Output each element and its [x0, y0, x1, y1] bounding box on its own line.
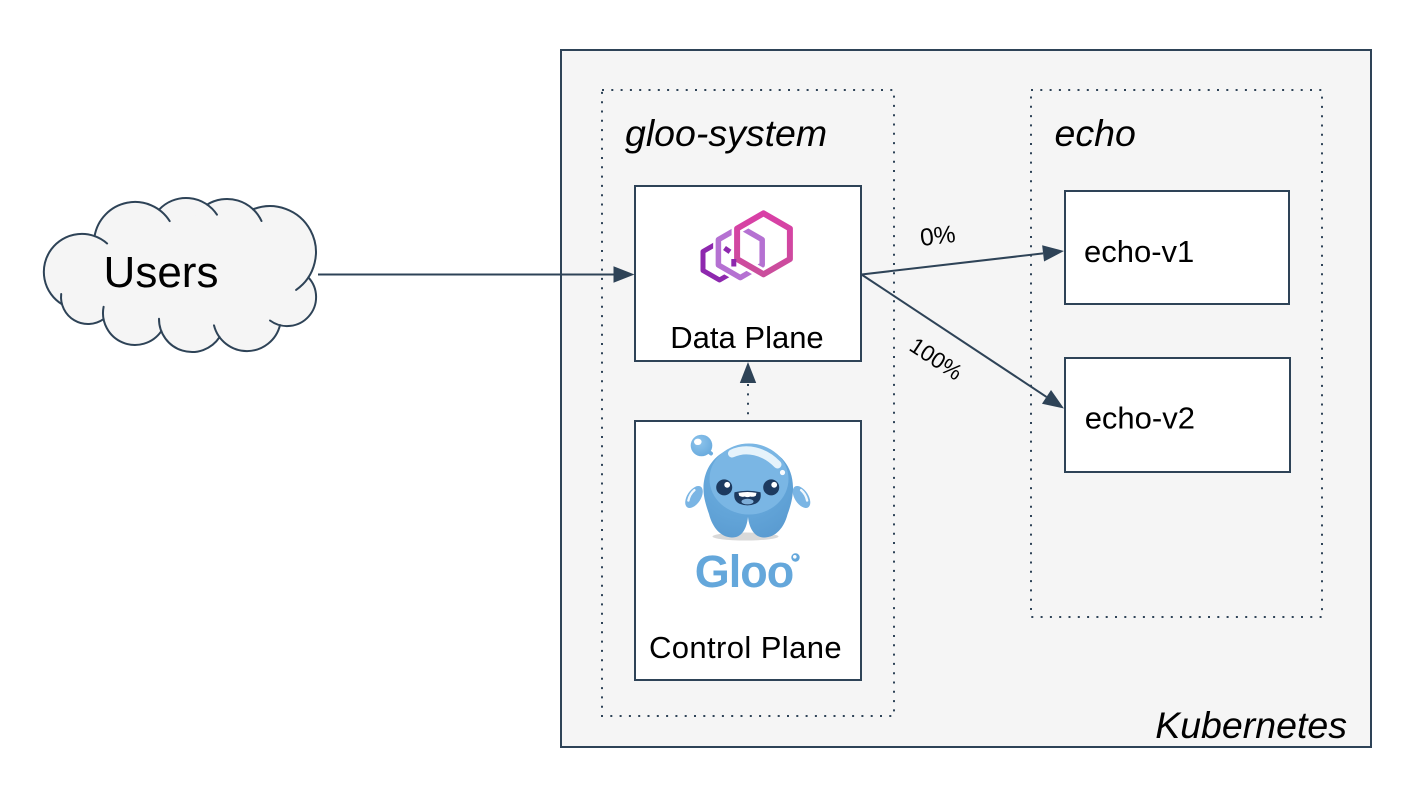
svg-text:Kubernetes: Kubernetes [1155, 704, 1347, 746]
svg-text:Users: Users [104, 248, 219, 297]
svg-text:echo: echo [1055, 112, 1136, 154]
svg-text:Gloo: Gloo [695, 546, 793, 597]
svg-text:0%: 0% [919, 221, 957, 252]
svg-text:echo-v1: echo-v1 [1084, 234, 1194, 269]
svg-text:Control Plane: Control Plane [649, 630, 842, 665]
svg-text:gloo-system: gloo-system [625, 112, 827, 154]
svg-text:Data Plane: Data Plane [670, 320, 823, 355]
svg-text:echo-v2: echo-v2 [1085, 401, 1195, 436]
